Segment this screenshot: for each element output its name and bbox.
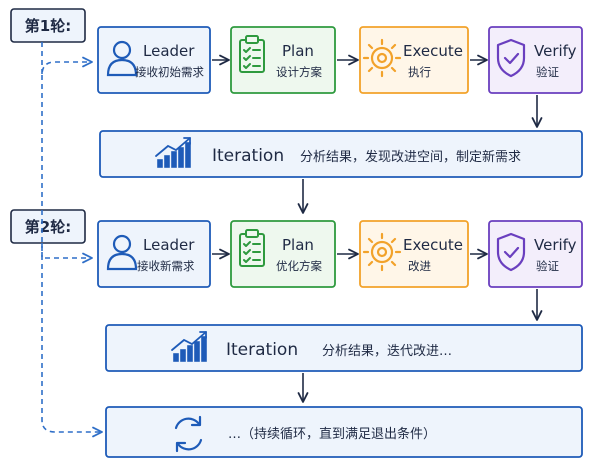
step-title: Leader xyxy=(143,42,195,60)
round-1-iteration-box: Iteration 分析结果，发现改进空间，制定新需求 xyxy=(99,130,583,178)
clipboard-checklist-icon xyxy=(239,35,265,73)
trend-chart-icon xyxy=(171,331,207,362)
step-title: Plan xyxy=(282,42,314,60)
step-subtitle: 优化方案 xyxy=(276,259,322,273)
shield-check-icon xyxy=(496,38,526,78)
person-icon xyxy=(106,234,138,271)
round-2-flow-arrows xyxy=(212,248,543,321)
step-title: Verify xyxy=(534,42,577,60)
round-2-iteration-box: Iteration 分析结果，迭代改进… xyxy=(105,324,583,372)
gear-icon xyxy=(362,38,402,78)
round-1-label-box: 第1轮: xyxy=(10,8,86,43)
continue-loop-box: …（持续循环，直到满足退出条件） xyxy=(105,406,583,458)
step-title: Leader xyxy=(143,236,195,254)
round-1-step-execute: Execute 执行 xyxy=(359,26,469,94)
step-subtitle: 验证 xyxy=(536,259,559,273)
step-subtitle: 接收初始需求 xyxy=(135,65,204,79)
round-1-flow-arrows xyxy=(212,54,543,128)
step-title: Execute xyxy=(403,42,463,60)
dashed-loop-connector xyxy=(41,42,103,438)
person-icon xyxy=(106,40,138,77)
iteration-title: Iteration xyxy=(212,146,284,166)
round-1-step-leader: Leader 接收初始需求 xyxy=(97,26,211,94)
round-2-step-verify: Verify 验证 xyxy=(488,220,583,288)
step-title: Verify xyxy=(534,236,577,254)
round-2-label: 第2轮: xyxy=(25,218,71,236)
step-subtitle: 接收新需求 xyxy=(137,259,195,273)
iteration-description: 分析结果，发现改进空间，制定新需求 xyxy=(300,149,521,165)
gear-icon xyxy=(362,232,402,272)
clipboard-checklist-icon xyxy=(239,229,265,267)
shield-check-icon xyxy=(496,232,526,272)
round-2-label-box: 第2轮: xyxy=(10,209,86,244)
step-subtitle: 改进 xyxy=(408,259,431,273)
step-subtitle: 验证 xyxy=(536,65,559,79)
round-1-step-verify: Verify 验证 xyxy=(488,26,583,94)
trend-chart-icon xyxy=(155,137,191,168)
round-2-step-leader: Leader 接收新需求 xyxy=(97,220,211,288)
refresh-cycle-icon xyxy=(174,415,203,453)
step-title: Execute xyxy=(403,236,463,254)
iteration-description: 分析结果，迭代改进… xyxy=(322,344,452,359)
step-subtitle: 执行 xyxy=(408,65,431,79)
round-2-step-execute: Execute 改进 xyxy=(359,220,469,288)
round-1-label: 第1轮: xyxy=(25,17,71,35)
iteration-title: Iteration xyxy=(226,340,298,360)
step-subtitle: 设计方案 xyxy=(276,65,322,79)
continue-text: …（持续循环，直到满足退出条件） xyxy=(228,426,436,442)
round-2-step-plan: Plan 优化方案 xyxy=(230,220,336,288)
step-title: Plan xyxy=(282,236,314,254)
round-1-step-plan: Plan 设计方案 xyxy=(230,26,336,94)
